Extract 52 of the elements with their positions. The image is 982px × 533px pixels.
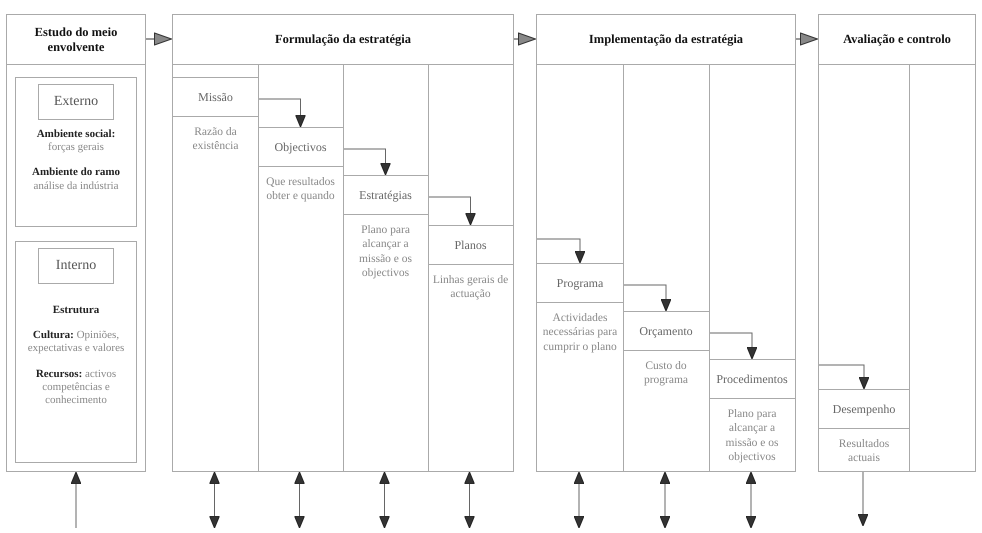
step-band: Missão <box>173 77 258 117</box>
double-arrow <box>660 472 670 528</box>
flow-arrow <box>514 32 536 46</box>
double-arrow <box>574 472 584 528</box>
arrow <box>428 196 476 226</box>
arrow <box>342 148 391 176</box>
step-band: Desempenho <box>819 389 909 429</box>
arrow <box>622 284 672 312</box>
flow-arrow <box>796 32 818 46</box>
step-band: Objectivos <box>258 127 343 167</box>
arrow <box>818 364 870 390</box>
arrow <box>708 332 758 360</box>
step-description: Resultados actuais <box>838 437 890 466</box>
arrow <box>70 472 82 528</box>
step-band: Planos <box>428 225 513 265</box>
step-band: Orçamento <box>623 311 709 351</box>
group-box <box>15 77 137 227</box>
arrow <box>536 238 586 264</box>
double-arrow <box>209 472 220 528</box>
panel-title: Avaliação e controlo <box>819 15 975 65</box>
column-panel <box>172 14 514 472</box>
description-text: Ambiente do ramo análise da indústria <box>31 166 121 193</box>
column-panel <box>536 14 796 472</box>
double-arrow <box>746 472 756 528</box>
panel-title: Implementação da estratégia <box>537 15 795 65</box>
step-description: Plano para alcançar a missão e os objectivos <box>724 407 780 464</box>
description-text: Cultura: Opiniões, expectativas e valores <box>26 329 126 356</box>
column-panel <box>818 14 976 472</box>
description-text: Recursos: activos competências e conhecimento <box>34 368 118 408</box>
panel-title: Formulação da estratégia <box>173 15 513 65</box>
arrow <box>858 472 868 526</box>
panel-title: Estudo do meio envolvente <box>7 15 145 65</box>
tag-box: Interno <box>38 248 114 284</box>
step-description: Que resultados obter e quando <box>265 175 336 204</box>
arrow <box>258 98 306 128</box>
step-description: Plano para alcançar a missão e os objectivos <box>358 223 414 280</box>
description-text: Estrutura <box>52 304 100 318</box>
column-panel <box>6 14 146 472</box>
tag-box: Externo <box>38 84 114 120</box>
double-arrow <box>294 472 305 528</box>
double-arrow <box>464 472 475 528</box>
step-band: Programa <box>537 263 623 303</box>
description-text: Ambiente social: forças gerais <box>36 128 116 154</box>
step-band: Procedimentos <box>709 359 795 399</box>
group-box <box>15 241 137 463</box>
double-arrow <box>379 472 390 528</box>
step-description: Actividades necessárias para cumprir o plano <box>542 311 618 354</box>
step-description: Linhas gerais de actuação <box>432 273 510 302</box>
step-description: Razão da existência <box>192 125 240 154</box>
step-band: Estratégias <box>343 175 428 215</box>
step-description: Custo do programa <box>642 359 690 388</box>
flow-arrow <box>146 32 172 46</box>
